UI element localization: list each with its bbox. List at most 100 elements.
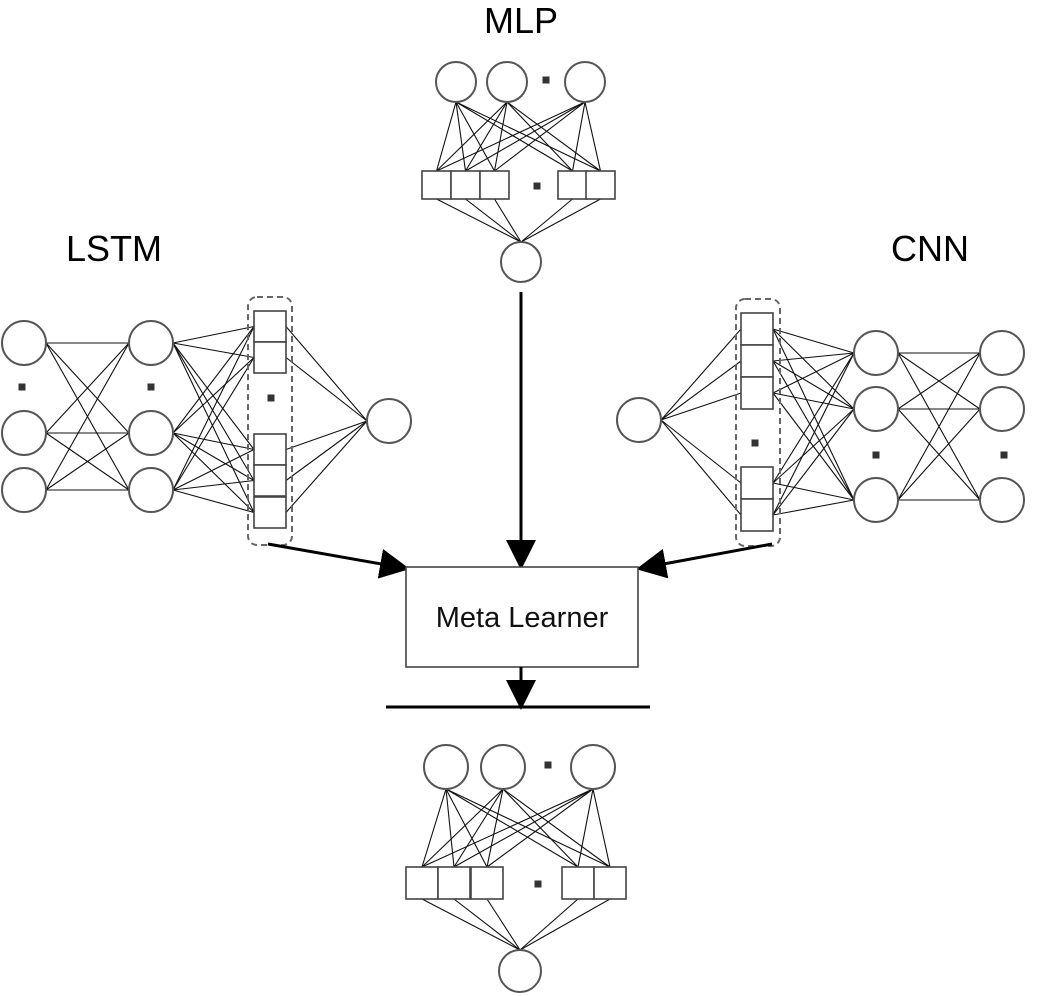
connection-line [172, 479, 255, 491]
neuron-node [853, 330, 899, 376]
connection-line [897, 352, 981, 410]
neuron-node [979, 330, 1025, 376]
feature-cell [253, 433, 287, 466]
connection-line [285, 420, 368, 513]
connection-line [592, 788, 611, 868]
connection-line [486, 898, 521, 951]
feature-cell [253, 464, 287, 497]
connection-line [772, 352, 855, 394]
connection-line [172, 342, 255, 450]
connection-line [506, 101, 601, 172]
connection-line [172, 326, 255, 491]
connection-line [519, 898, 611, 951]
neuron-node [128, 467, 174, 513]
connection-line [453, 898, 521, 951]
connection-line [455, 101, 467, 172]
connection-line [455, 101, 495, 172]
lstm-to-meta-arrow [267, 542, 410, 579]
connection-line [772, 360, 855, 501]
feature-cell [561, 866, 595, 900]
ellipsis-dot [1000, 451, 1008, 459]
connection-line [285, 357, 368, 422]
connection-line [172, 357, 255, 434]
feature-cell [593, 866, 627, 900]
meta-learner-box [405, 566, 639, 668]
ellipsis-dot [147, 383, 155, 391]
connection-line [453, 788, 594, 868]
ellipsis-dot [542, 76, 550, 84]
neuron-node [128, 320, 174, 366]
connection-line [660, 392, 742, 421]
feature-cell [740, 376, 774, 410]
feature-cell [421, 170, 452, 200]
connection-line [772, 328, 855, 501]
connection-line [465, 198, 522, 243]
connection-line [772, 408, 855, 484]
connection-line [45, 432, 130, 491]
feature-cell [740, 312, 774, 346]
connection-line [772, 360, 855, 410]
ellipsis-dot [533, 182, 541, 190]
connection-line [436, 101, 508, 172]
connection-line [660, 328, 742, 421]
neuron-node [616, 397, 662, 443]
neuron-node [1, 410, 47, 456]
connection-line [897, 408, 981, 501]
connection-line [577, 788, 594, 868]
feature-cell [253, 341, 287, 374]
feature-cell [437, 866, 471, 900]
connection-line [172, 432, 255, 481]
connection-line [772, 352, 855, 516]
neuron-node [1, 320, 47, 366]
neuron-node [853, 386, 899, 432]
neuron-node [366, 398, 412, 444]
ellipsis-dot [872, 451, 880, 459]
connection-line [172, 489, 255, 514]
connection-line [436, 198, 522, 243]
connection-line [660, 419, 742, 484]
feature-cell [450, 170, 481, 200]
connection-line [520, 198, 573, 243]
connection-line [172, 342, 255, 481]
connection-line [519, 898, 579, 951]
connection-line [45, 342, 130, 434]
neuron-node [1, 467, 47, 513]
connection-line [772, 482, 855, 501]
neuron-node [564, 61, 606, 103]
connection-line [453, 788, 504, 868]
connection-line [494, 101, 586, 172]
connection-line [486, 788, 504, 868]
neuron-node [128, 410, 174, 456]
connection-line [421, 898, 521, 951]
connection-line [772, 392, 855, 410]
neuron-node [500, 241, 542, 283]
cnn-to-meta-arrow [636, 542, 773, 579]
cnn-output-group [735, 298, 781, 547]
connection-line [172, 432, 255, 451]
neuron-node [435, 61, 477, 103]
connection-line [772, 408, 855, 516]
connection-line [436, 101, 586, 172]
neuron-node [853, 477, 899, 523]
neuron-node [423, 744, 469, 790]
connection-line [285, 420, 368, 481]
connection-line [772, 352, 855, 484]
connection-line [494, 198, 522, 243]
connection-line [465, 101, 508, 172]
lstm-network [1, 296, 412, 546]
feature-cell [740, 344, 774, 378]
connection-line [45, 342, 130, 491]
connection-line [172, 326, 255, 434]
connection-line [660, 360, 742, 421]
connection-line [172, 432, 255, 513]
connection-line [897, 352, 981, 501]
connection-line [172, 342, 255, 359]
ellipsis-dot [544, 761, 552, 769]
neuron-node [486, 61, 528, 103]
connection-line [421, 788, 447, 868]
connection-line [445, 788, 579, 868]
connection-line [493, 101, 508, 172]
connection-line [172, 342, 255, 513]
lstm-output-group [247, 296, 293, 546]
